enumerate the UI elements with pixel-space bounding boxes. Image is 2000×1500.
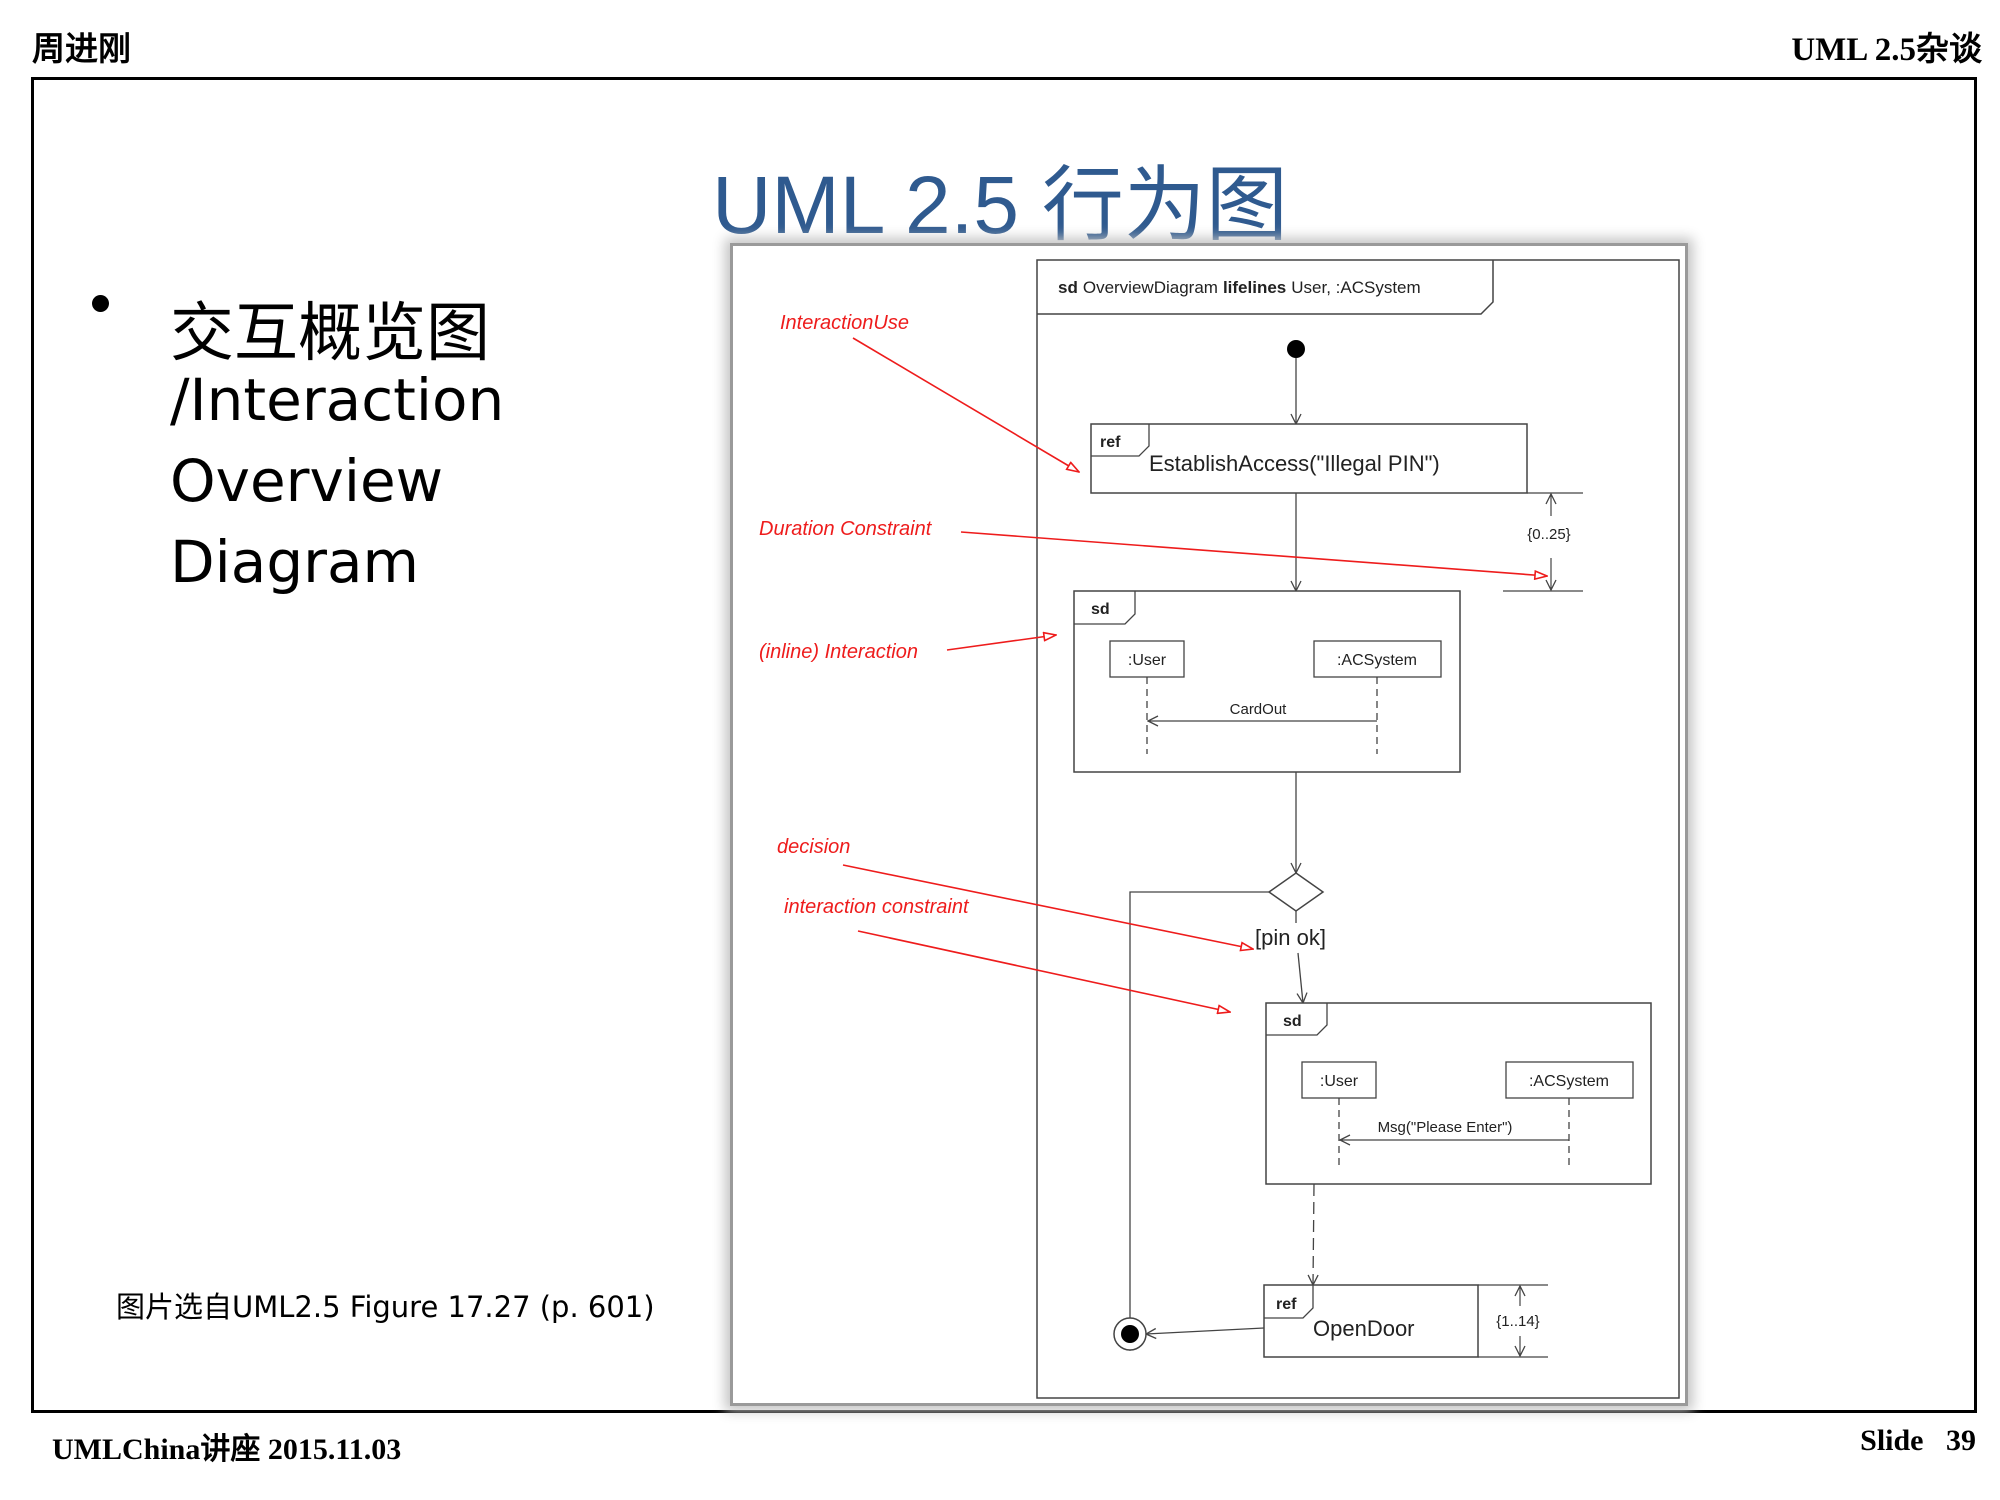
slide-frame [31, 77, 1977, 1413]
outer-frame-label: sd OverviewDiagram lifelines User, :ACSyste… [1058, 278, 1421, 297]
guard-pin-ok: [pin ok] [1255, 925, 1326, 950]
header-author: 周进刚 [32, 32, 131, 68]
annotation-interaction-constraint: interaction constraint [784, 896, 970, 918]
annotation-arrow-interaction-use [852, 337, 1079, 472]
annotation-arrow-interaction-constraint [857, 930, 1230, 1012]
duration2-label: {1..14} [1496, 1313, 1539, 1330]
sd2-lifeline-user-label: :User [1320, 1073, 1359, 1090]
sd2-lifeline-acsystem-label: :ACSystem [1529, 1073, 1609, 1090]
footer-slide-label: Slide [1860, 1424, 1924, 1457]
bullet-text-chinese: 交互概览图 [170, 297, 490, 371]
flow-guard-to-sd2 [1298, 952, 1303, 1003]
diagram-panel: sd OverviewDiagram lifelines User, :ACSyste… [730, 243, 1688, 1406]
initial-node [1287, 340, 1305, 358]
frame-lifelines: User, :ACSystem [1291, 278, 1420, 297]
bullet-text-english: /Interaction Overview Diagram [170, 366, 505, 596]
slide-title: UML 2.5 行为图 [712, 160, 1288, 251]
ref1-text: EstablishAccess("Illegal PIN") [1149, 451, 1440, 476]
outer-frame-tab [1037, 260, 1494, 315]
ref2-text: OpenDoor [1313, 1316, 1415, 1341]
frame-keyword-sd: sd [1058, 278, 1078, 297]
activity-final-node-inner [1121, 1325, 1139, 1343]
ref2-keyword: ref [1276, 1296, 1297, 1313]
sd1-lifeline-acsystem-label: :ACSystem [1337, 652, 1417, 669]
flow-sd2-to-ref2 [1313, 1183, 1314, 1285]
sd1-lifeline-acsystem-box [1313, 640, 1442, 678]
frame-keyword-lifelines: lifelines [1223, 278, 1286, 297]
sd1-inline-interaction [1073, 590, 1461, 773]
ref1-keyword: ref [1100, 434, 1121, 451]
sd2-message-label: Msg("Please Enter") [1378, 1119, 1513, 1136]
annotation-inline-interaction: (inline) Interaction [759, 641, 918, 663]
sd1-keyword: sd [1091, 601, 1110, 618]
sd2-tab [1266, 1003, 1328, 1036]
annotation-arrow-decision [842, 864, 1253, 949]
ref-establish-access [1090, 423, 1528, 494]
flow-decision-to-final [1130, 891, 1269, 1350]
footer-slide-value: 39 [1946, 1424, 1976, 1457]
ref1-tab [1091, 424, 1150, 457]
annotation-duration-constraint: Duration Constraint [759, 518, 933, 540]
outer-sd-frame [1036, 259, 1680, 1399]
bullet-dot-icon [92, 295, 109, 312]
figure-caption: 图片选自UML2.5 Figure 17.27 (p. 601) [116, 1290, 655, 1324]
flow-ref2-to-final [1146, 1327, 1265, 1334]
ref2-tab [1264, 1285, 1314, 1319]
sd2-lifeline-user-box [1301, 1061, 1377, 1099]
duration1-label: {0..25} [1527, 526, 1570, 543]
annotation-arrow-inline-interaction [946, 635, 1056, 651]
decision-node [1267, 872, 1325, 912]
footer-slide-number: Slide 39 [1860, 1424, 1976, 1458]
ref-open-door [1263, 1284, 1479, 1358]
sd1-tab [1074, 591, 1136, 625]
interaction-overview-diagram: sd OverviewDiagram lifelines User, :ACSyste… [759, 259, 1680, 1399]
sd1-message-label: CardOut [1230, 701, 1288, 718]
annotation-arrow-duration-constraint [960, 531, 1547, 576]
sd1-lifeline-user-label: :User [1128, 652, 1167, 669]
sd2-lifeline-acsystem-box [1505, 1061, 1634, 1099]
sd2-keyword: sd [1283, 1013, 1302, 1030]
footer-course: UMLChina讲座 2015.11.03 [52, 1433, 402, 1466]
annotation-interaction-use: InteractionUse [780, 312, 909, 334]
frame-name: OverviewDiagram [1083, 278, 1218, 297]
header-deck-title: UML 2.5杂谈 [1791, 32, 1982, 68]
annotation-decision: decision [777, 836, 850, 858]
